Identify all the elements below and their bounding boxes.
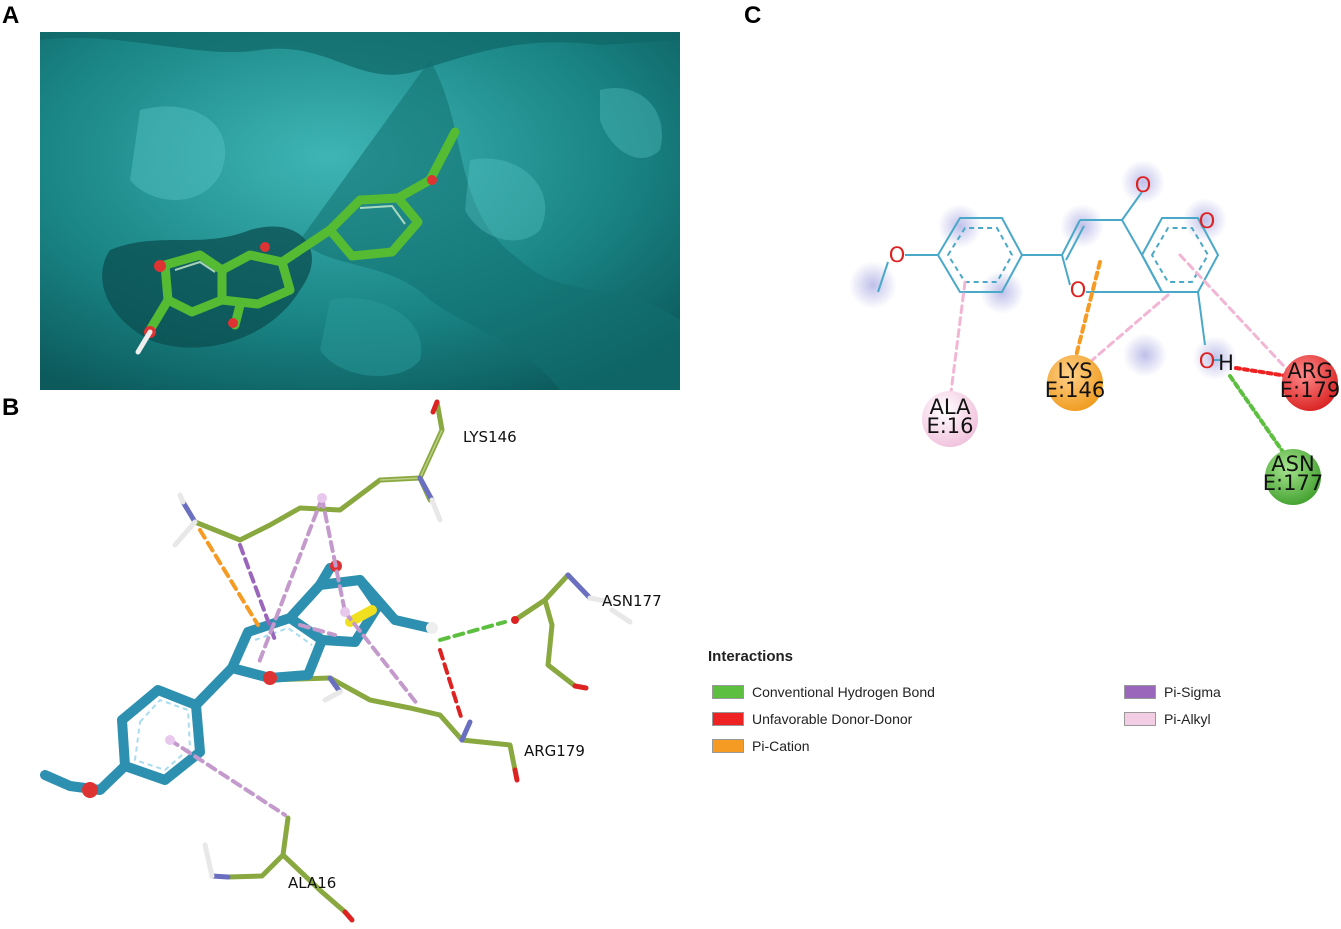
oxygen-atom <box>427 175 437 185</box>
interactions-legend: Interactions Conventional Hydrogen Bond … <box>708 648 1308 758</box>
legend-item-hydrogen-bond: Conventional Hydrogen Bond <box>712 684 935 700</box>
residue-label-ala16: ALA16 <box>288 874 336 892</box>
atom-o-carbonyl: O <box>1135 173 1152 197</box>
svg-text:E:146: E:146 <box>1045 378 1105 402</box>
svg-text:ASN: ASN <box>1271 452 1314 476</box>
atom-o-7: O <box>1199 349 1216 373</box>
svg-text:ARG: ARG <box>1287 359 1332 383</box>
panel-c-interaction-2d: O O O O O H ALA E:16 LYS E:146 ARG <box>849 160 1340 505</box>
oxygen-atom <box>260 242 270 252</box>
panel-label-a: A <box>2 2 20 29</box>
svg-text:E:177: E:177 <box>1263 471 1323 495</box>
atom-o-5: O <box>1199 209 1216 233</box>
residue-node-lys146: LYS E:146 <box>1045 355 1105 411</box>
legend-item-pi-sigma: Pi-Sigma <box>1124 684 1221 700</box>
ligand-2d-skeleton <box>877 191 1220 361</box>
legend-label: Pi-Alkyl <box>1164 711 1211 727</box>
legend-label: Conventional Hydrogen Bond <box>752 684 935 700</box>
residue-label-asn177: ASN177 <box>602 592 662 610</box>
svg-text:ALA: ALA <box>930 395 972 419</box>
residue-node-arg179: ARG E:179 <box>1280 355 1340 411</box>
legend-swatch <box>1124 685 1156 699</box>
residue-node-asn177: ASN E:177 <box>1263 449 1323 505</box>
oxygen-atom <box>228 318 238 328</box>
residue-node-ala16: ALA E:16 <box>922 391 978 447</box>
atom-o-methoxy: O <box>889 243 906 267</box>
legend-swatch <box>1124 712 1156 726</box>
residue-sticks <box>192 399 578 915</box>
atom-o-ring: O <box>1070 278 1087 302</box>
panel-label-b: B <box>2 394 20 421</box>
panel-label-c: C <box>744 2 762 29</box>
panel-b-interaction-3d: LYS146 ASN177 ARG179 ALA16 <box>40 399 662 923</box>
residue-label-arg179: ARG179 <box>524 742 585 760</box>
svg-text:E:179: E:179 <box>1280 378 1340 402</box>
legend-item-donor-donor: Unfavorable Donor-Donor <box>712 711 912 727</box>
legend-label: Pi-Sigma <box>1164 684 1221 700</box>
svg-text:E:16: E:16 <box>926 414 973 438</box>
residue-label-lys146: LYS146 <box>463 428 517 446</box>
legend-swatch <box>712 685 744 699</box>
legend-label: Pi-Cation <box>752 738 810 754</box>
legend-title: Interactions <box>708 648 794 665</box>
legend-swatch <box>712 712 744 726</box>
oxygen-atom <box>154 260 166 272</box>
legend-swatch <box>712 739 744 753</box>
legend-item-pi-cation: Pi-Cation <box>712 738 810 754</box>
svg-text:LYS: LYS <box>1057 359 1092 383</box>
panel-a-surface-view <box>40 32 680 390</box>
legend-item-pi-alkyl: Pi-Alkyl <box>1124 711 1211 727</box>
legend-label: Unfavorable Donor-Donor <box>752 711 913 727</box>
ligand-sticks-b <box>40 563 435 795</box>
atom-h-7: H <box>1218 351 1234 375</box>
